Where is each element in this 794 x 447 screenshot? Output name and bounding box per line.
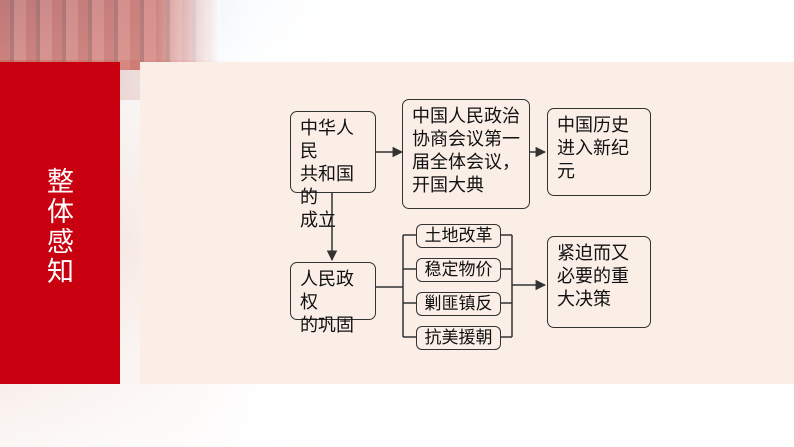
section-sidebar xyxy=(0,62,120,384)
box-prc-founding: 中华人民 共和国的 成立 xyxy=(290,111,376,231)
box-new-era: 中国历史 进入新纪 元 xyxy=(547,108,651,196)
box-urgent-decision: 紧迫而又 必要的重 大决策 xyxy=(547,236,651,328)
measure-land-reform: 土地改革 xyxy=(416,224,501,248)
palace-photo-detail xyxy=(0,0,220,70)
measure-stabilize-prices: 稳定物价 xyxy=(416,258,501,282)
box-regime-consolidation: 人民政权 的巩固 xyxy=(290,262,376,336)
section-title: 整 体 感 知 xyxy=(47,167,75,288)
box-cppcc-session: 中国人民政治 协商会议第一 届全体会议， 开国大典 xyxy=(402,99,530,209)
measure-resist-us-aid-korea: 抗美援朝 xyxy=(416,326,501,350)
measure-suppress-bandits: 剿匪镇反 xyxy=(416,292,501,316)
